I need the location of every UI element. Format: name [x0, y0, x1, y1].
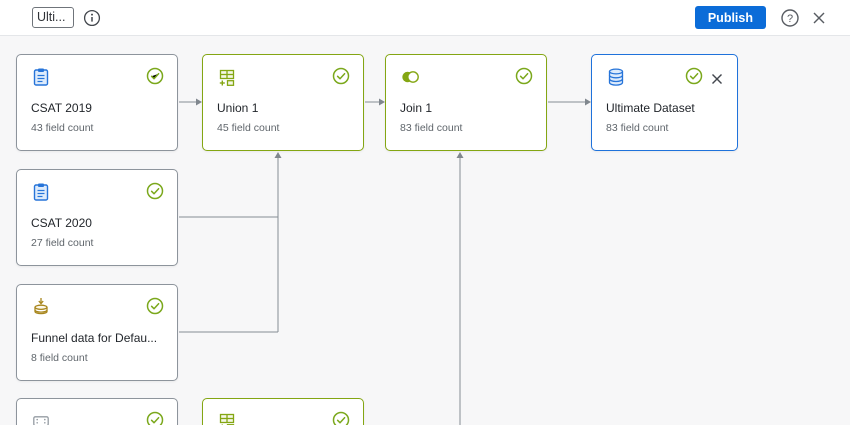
success-check-icon	[685, 67, 703, 90]
survey-icon	[31, 67, 51, 92]
node-union-1[interactable]: Union 1 45 field count	[202, 54, 364, 151]
node-join-1[interactable]: Join 1 83 field count	[385, 54, 547, 151]
node-title: CSAT 2019	[31, 101, 92, 115]
node-ultimate-dataset[interactable]: Ultimate Dataset 83 field count	[591, 54, 738, 151]
node-field-count: 8 field count	[31, 352, 88, 364]
funnel-data-icon	[31, 297, 51, 322]
join-icon	[400, 67, 420, 92]
survey-icon	[31, 182, 51, 207]
node-funnel-data[interactable]: Funnel data for Defau... 8 field count	[16, 284, 178, 381]
node-title: Ultimate Dataset	[606, 101, 695, 115]
node-field-count: 83 field count	[606, 122, 669, 134]
node-csat-2020[interactable]: CSAT 2020 27 field count	[16, 169, 178, 266]
union-icon	[217, 411, 237, 425]
node-ticket-source[interactable]	[16, 398, 178, 425]
dataset-name-input[interactable]: Ulti...	[32, 7, 74, 28]
success-check-icon	[146, 182, 164, 205]
success-check-icon	[146, 297, 164, 320]
dataset-icon	[606, 67, 626, 92]
node-csat-2019[interactable]: CSAT 2019 43 field count	[16, 54, 178, 151]
ticket-icon	[31, 411, 51, 425]
node-close-icon[interactable]	[710, 72, 724, 86]
node-field-count: 45 field count	[217, 122, 280, 134]
union-icon	[217, 67, 237, 92]
node-field-count: 83 field count	[400, 122, 463, 134]
node-union-2[interactable]	[202, 398, 364, 425]
node-title: Join 1	[400, 101, 433, 115]
svg-text:?: ?	[787, 13, 793, 25]
success-check-icon	[332, 411, 350, 425]
help-icon[interactable]: ?	[780, 8, 800, 28]
node-field-count: 27 field count	[31, 237, 94, 249]
success-check-icon	[146, 411, 164, 425]
node-title: CSAT 2020	[31, 216, 92, 230]
node-title: Funnel data for Defau...	[31, 331, 158, 345]
success-check-icon	[332, 67, 350, 90]
info-icon[interactable]	[83, 9, 101, 27]
publish-button[interactable]: Publish	[694, 6, 766, 29]
node-field-count: 43 field count	[31, 122, 94, 134]
success-check-icon	[515, 67, 533, 90]
header-bar: Ulti... Publish ?	[0, 0, 850, 36]
close-icon[interactable]	[812, 11, 826, 25]
success-check-icon	[146, 67, 164, 90]
pipeline-canvas[interactable]: CSAT 2019 43 field count	[0, 36, 850, 425]
node-title: Union 1	[217, 101, 259, 115]
